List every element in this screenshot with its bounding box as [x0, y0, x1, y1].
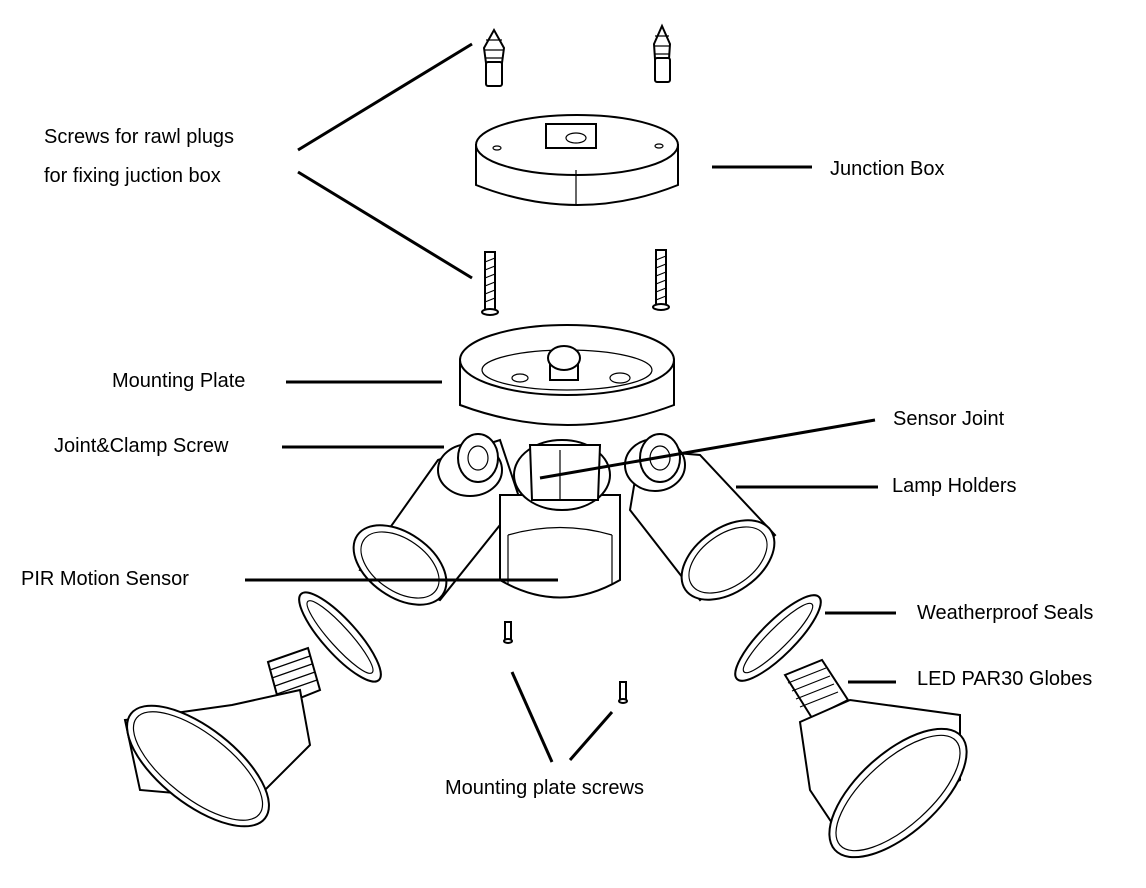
leader-lines	[245, 42, 896, 763]
led-globe-right	[783, 658, 968, 859]
rawl-plug-right	[652, 23, 672, 83]
label-lamp-holders: Lamp Holders	[892, 475, 1017, 497]
label-mounting-plate: Mounting Plate	[112, 370, 246, 392]
mounting-plate	[459, 324, 675, 426]
label-screws-rawl-plugs: Screws for rawl plugs	[44, 126, 235, 148]
joint-clamp-knob-left	[457, 433, 499, 483]
led-globe-left	[123, 646, 322, 828]
rawl-plug-left	[482, 27, 506, 87]
label-mounting-plate-screws: Mounting plate screws	[445, 777, 644, 799]
weatherproof-seal-left	[298, 591, 382, 683]
label-junction-box: Junction Box	[830, 158, 945, 180]
label-sensor-joint: Sensor Joint	[893, 408, 1005, 430]
weatherproof-seal-right	[734, 594, 822, 682]
label-screws-fixing-junction-box: for fixing juction box	[44, 165, 221, 187]
screw-left	[481, 251, 499, 316]
label-weatherproof-seals: Weatherproof Seals	[917, 602, 1094, 624]
label-led-par30-globes: LED PAR30 Globes	[917, 668, 1093, 690]
mounting-plate-screw-right	[618, 681, 628, 704]
label-joint-clamp-screw: Joint&Clamp Screw	[54, 435, 229, 457]
junction-box	[475, 114, 679, 206]
pir-motion-sensor	[499, 494, 621, 599]
screw-right	[652, 249, 670, 311]
label-pir-motion-sensor: PIR Motion Sensor	[21, 568, 189, 590]
mounting-plate-screw-left	[503, 621, 513, 644]
